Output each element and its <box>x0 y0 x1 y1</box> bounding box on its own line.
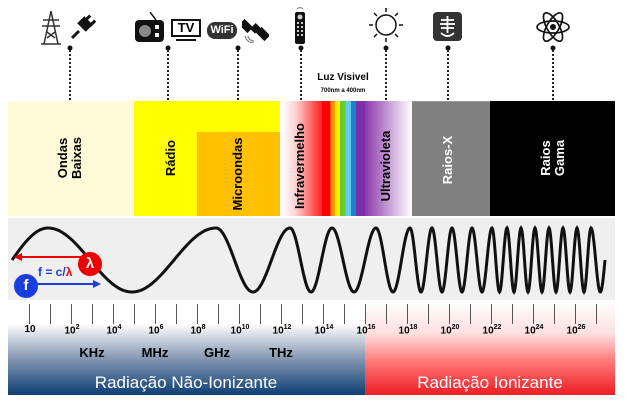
axis-tick <box>176 304 177 324</box>
band-ultraviolet <box>365 101 412 216</box>
axis-tick <box>575 304 576 324</box>
axis-tick-label: 104 <box>106 324 122 337</box>
axis-tick <box>302 304 303 324</box>
wifi-icon: WiFi <box>207 22 237 39</box>
band-microwave <box>197 132 280 216</box>
power-pylon-icon <box>41 10 61 45</box>
axis-tick <box>281 304 282 324</box>
non-ionizing-band <box>8 300 365 395</box>
axis-tick-label: 1026 <box>566 324 586 337</box>
axis-tick-label: 1022 <box>482 324 502 337</box>
axis-tick-label: 10 <box>24 324 36 335</box>
axis-tick <box>533 304 534 324</box>
axis-tick-label: 1024 <box>524 324 544 337</box>
unit-thz: THz <box>269 345 293 360</box>
band-infrared <box>282 101 322 216</box>
axis-tick <box>323 304 324 324</box>
formula-text: f = c/λ <box>38 265 73 279</box>
unit-khz: KHz <box>79 345 105 360</box>
axis-tick <box>491 304 492 324</box>
sun-icon <box>369 8 403 42</box>
satellite-icon <box>242 18 269 43</box>
axis-tick <box>596 304 597 324</box>
axis-tick <box>71 304 72 324</box>
axis-tick-label: 1018 <box>398 324 418 337</box>
label-visible-range: 700nm a 400nm <box>320 88 366 94</box>
lambda-circle: λ <box>78 252 102 276</box>
axis-tick <box>50 304 51 324</box>
remote-control-icon <box>295 7 305 44</box>
axis-tick-label: 1020 <box>440 324 460 337</box>
axis-tick <box>155 304 156 324</box>
tv-label: TV <box>171 19 201 37</box>
axis-tick-label: 102 <box>64 324 80 337</box>
band-low-frequency <box>8 101 134 216</box>
tv-icon: TV <box>171 19 201 43</box>
axis-tick <box>386 304 387 324</box>
axis-tick <box>512 304 513 324</box>
axis-tick-label: 106 <box>148 324 164 337</box>
axis-tick <box>428 304 429 324</box>
unit-ghz: GHz <box>204 345 230 360</box>
atom-icon <box>536 11 570 43</box>
axis-tick-label: 1014 <box>314 324 334 337</box>
axis-tick-label: 108 <box>190 324 206 337</box>
axis-tick-label: 1010 <box>230 324 250 337</box>
axis-tick <box>554 304 555 324</box>
axis-tick-label: 1012 <box>272 324 292 337</box>
axis-tick <box>197 304 198 324</box>
axis-tick <box>113 304 114 324</box>
axis-tick <box>134 304 135 324</box>
radio-icon <box>135 12 164 42</box>
band-visible <box>322 101 365 216</box>
ionizing-band <box>365 300 615 395</box>
label-ionizing: Radiação Ionizante <box>417 373 563 392</box>
axis-tick <box>92 304 93 324</box>
axis-tick <box>449 304 450 324</box>
band-xray <box>412 101 490 216</box>
label-non-ionizing: Radiação Não-Ionizante <box>94 373 278 392</box>
axis-tick <box>470 304 471 324</box>
wave-line <box>10 225 607 295</box>
band-gamma <box>490 101 615 216</box>
axis-tick <box>29 304 30 324</box>
xray-icon <box>433 12 462 41</box>
unit-mhz: MHz <box>141 345 169 360</box>
axis-tick <box>407 304 408 324</box>
axis-tick <box>344 304 345 324</box>
axis-tick <box>260 304 261 324</box>
axis-tick <box>239 304 240 324</box>
label-luz-visivel: Luz Visivel <box>317 72 369 83</box>
power-plug-icon <box>70 14 96 40</box>
frequency-circle: f <box>14 274 38 298</box>
axis-tick-label: 1016 <box>356 324 376 337</box>
axis-tick <box>218 304 219 324</box>
axis-tick <box>365 304 366 324</box>
